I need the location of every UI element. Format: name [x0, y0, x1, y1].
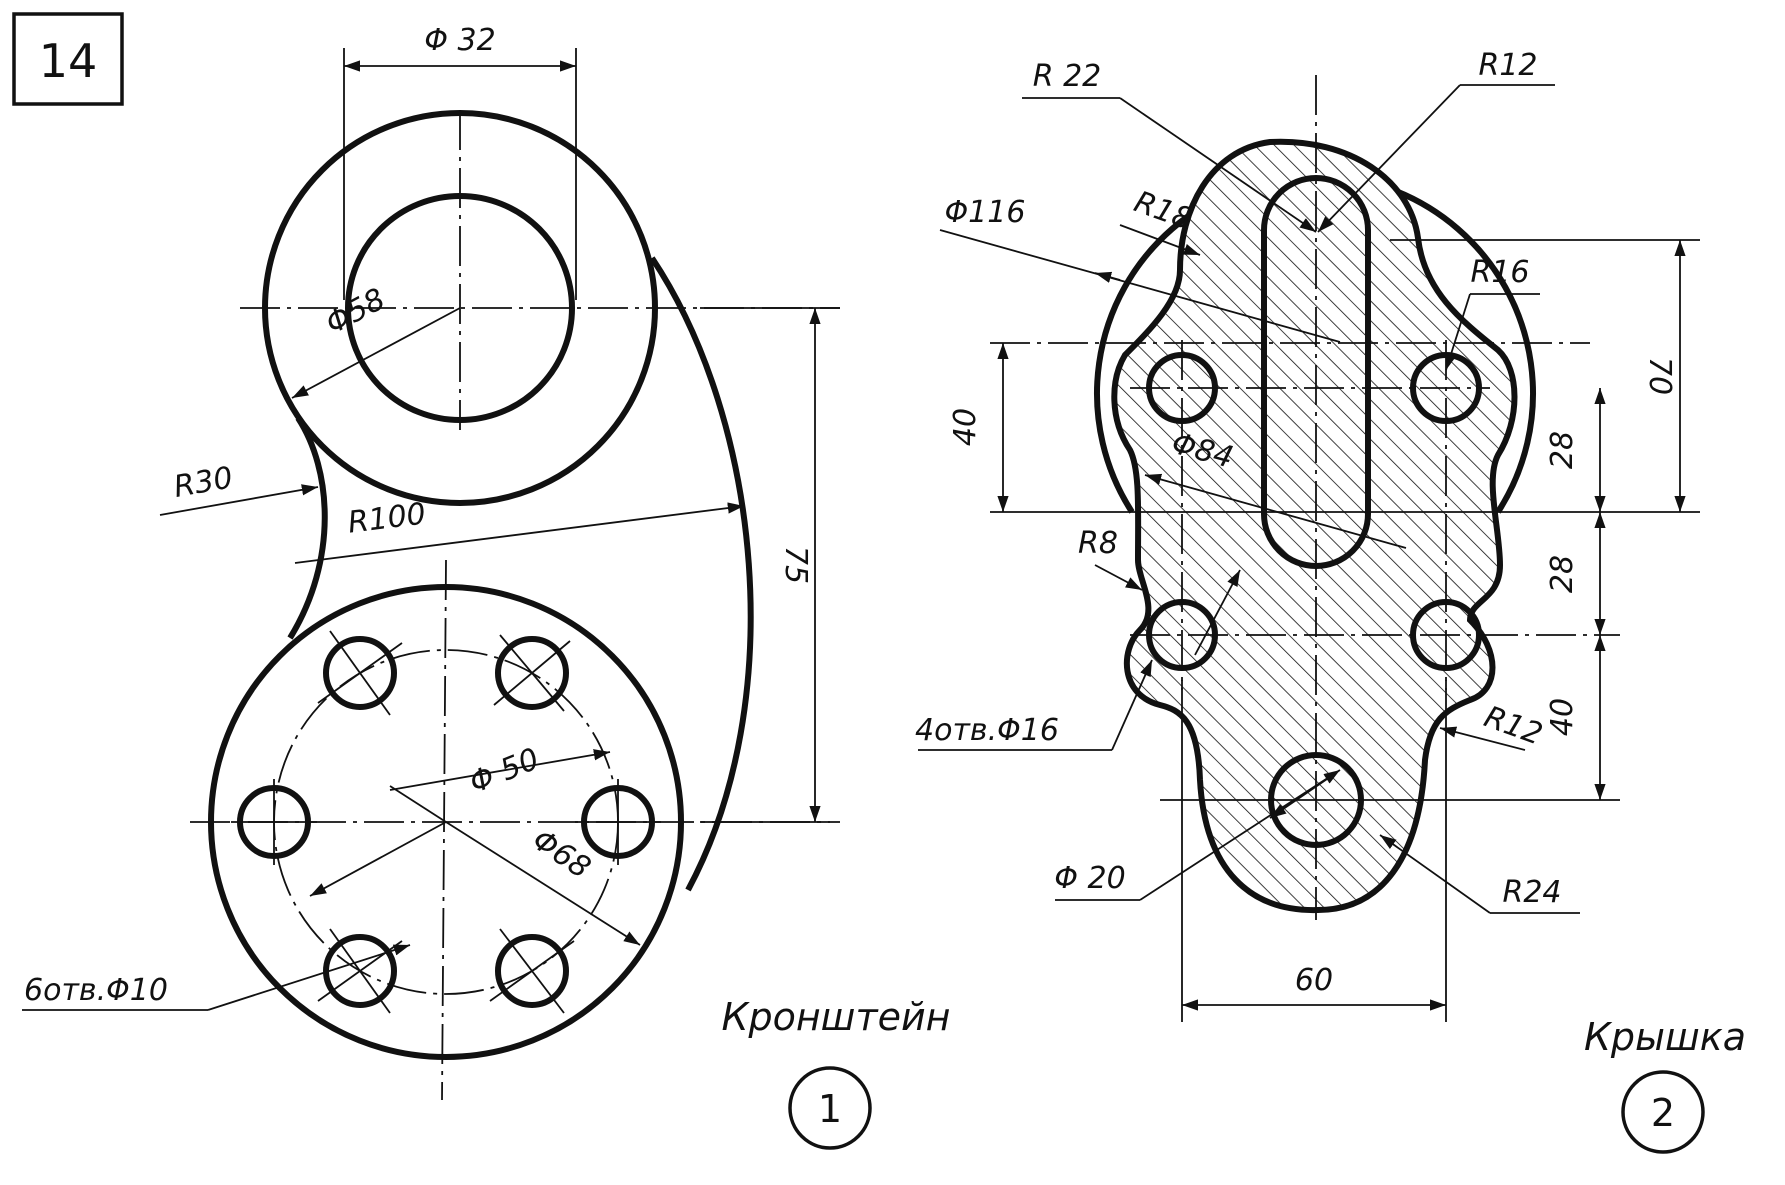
- dim-r16: R16: [1445, 255, 1540, 371]
- dim-40-right: 40: [1545, 635, 1606, 800]
- dim-r16-label: R16: [1470, 255, 1529, 290]
- dim-75: 75: [700, 307, 840, 823]
- part1-hole-right: [575, 779, 661, 865]
- dim-phi58-label: Φ58: [320, 282, 391, 342]
- part1-hole-upper-left: [317, 630, 403, 716]
- part1-top-bore: [345, 193, 575, 423]
- part1-hole-upper-right: [493, 634, 571, 712]
- dim-r30-label: R30: [171, 460, 235, 505]
- dim-60-label: 60: [1295, 963, 1333, 998]
- dim-28-lower: 28: [1545, 512, 1606, 635]
- part1-title: Кронштейн: [721, 995, 950, 1039]
- dim-r12-top: R12: [1317, 48, 1555, 233]
- part1-r100-arc: [649, 256, 754, 892]
- dim-r8: R8: [1078, 526, 1143, 591]
- part1-bottom-disc-outline: [208, 584, 684, 1060]
- part2-cover: R 22 R12 Φ116 R18 R16 70: [915, 48, 1746, 1154]
- dim-r22: R 22: [1022, 59, 1317, 233]
- dim-r24: R24: [1379, 834, 1580, 914]
- dim-r22-label: R 22: [1033, 59, 1102, 94]
- dim-part1-holes: 6отв.Φ10: [22, 944, 411, 1011]
- sheet-number-box: 14: [12, 12, 124, 106]
- dim-r100: R100: [294, 496, 745, 564]
- part1-r30-fillet: [287, 416, 328, 640]
- part2-title: Крышка: [1584, 1015, 1746, 1059]
- part1-number: 1: [818, 1087, 842, 1131]
- dim-part2-holes: 4отв.Φ16: [915, 569, 1241, 751]
- dim-r30: R30: [159, 460, 319, 516]
- dim-phi116-label: Φ116: [945, 195, 1026, 230]
- part1-number-circle: 1: [788, 1066, 872, 1150]
- dim-r8-label: R8: [1078, 526, 1118, 561]
- dim-70: 70: [1642, 240, 1686, 512]
- dim-phi50-label: Φ 50: [465, 742, 544, 801]
- dim-28-lower-label: 28: [1545, 555, 1580, 593]
- dim-28-upper: 28: [1545, 388, 1606, 512]
- dim-60: 60: [1181, 680, 1447, 1022]
- part2-hatched-section: [1111, 138, 1518, 914]
- dim-r12-top-label: R12: [1478, 48, 1537, 83]
- dim-phi32-label: Φ 32: [424, 23, 495, 58]
- dim-phi68: Φ68: [389, 785, 641, 946]
- sheet-number: 14: [39, 34, 98, 88]
- dim-phi20-label: Φ 20: [1054, 861, 1125, 896]
- dim-part1-holes-label: 6отв.Φ10: [24, 973, 168, 1008]
- dim-40-left-label: 40: [948, 408, 983, 446]
- dim-40-right-label: 40: [1545, 698, 1580, 736]
- part1-hole-pattern: [231, 630, 661, 1014]
- dim-part2-holes-label: 4отв.Φ16: [915, 713, 1059, 748]
- part1-hole-left: [231, 779, 317, 865]
- part1-bottom-vertical-centerline: [441, 559, 447, 1101]
- dim-r12-right-label: R12: [1480, 700, 1547, 753]
- dim-40-left: 40: [948, 343, 1009, 512]
- dim-r18-label: R18: [1130, 185, 1197, 238]
- part1-hole-lower-right: [489, 928, 575, 1014]
- part2-number-circle: 2: [1621, 1070, 1705, 1154]
- dim-phi20: Φ 20: [1054, 769, 1341, 901]
- dim-phi116: Φ116: [939, 195, 1341, 343]
- dim-28-upper-label: 28: [1545, 431, 1580, 469]
- part2-number: 2: [1651, 1091, 1675, 1135]
- dim-r24-label: R24: [1502, 875, 1561, 910]
- part1-bracket: Φ 32 Φ58 R30 R100 75 Φ 50: [22, 23, 951, 1150]
- part1-top-boss-outline: [262, 110, 658, 506]
- dim-r100-label: R100: [346, 496, 428, 540]
- dim-phi32: Φ 32: [343, 23, 577, 300]
- part1-hole-lower-left: [317, 928, 403, 1014]
- dim-75-label: 75: [778, 546, 813, 584]
- dim-70-label: 70: [1642, 357, 1677, 395]
